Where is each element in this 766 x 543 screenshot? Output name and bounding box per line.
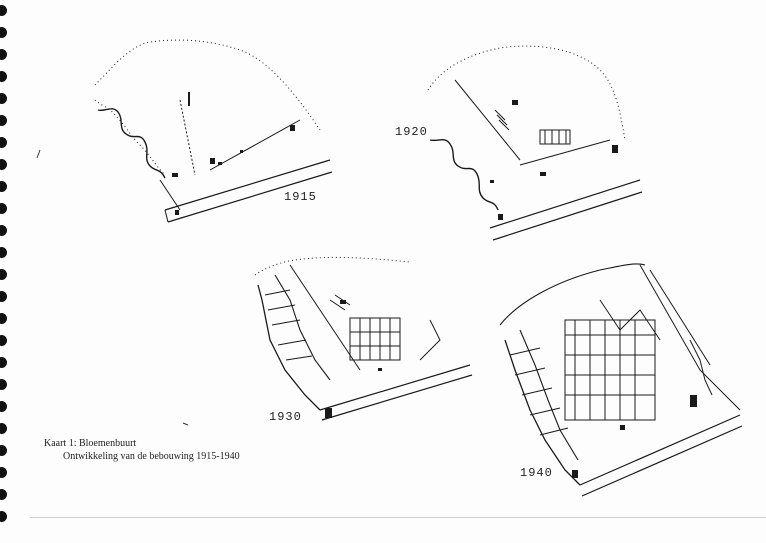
caption-title: Kaart 1: Bloemenbuurt [44, 438, 137, 449]
binding-hole [0, 357, 7, 368]
binding-hole [0, 511, 7, 522]
binding-hole [0, 379, 7, 390]
map-year-label-1930: 1930 [269, 410, 302, 424]
binding-hole [0, 181, 7, 192]
binding-hole [0, 423, 7, 434]
map-year-label-1915: 1915 [284, 190, 317, 204]
binding-hole [0, 401, 7, 412]
binding-hole [0, 467, 7, 478]
binding-hole [0, 159, 7, 170]
binding-hole [0, 71, 7, 82]
map-caption: Kaart 1: Bloemenbuurt Ontwikkeling van d… [44, 437, 240, 463]
binding-hole [0, 269, 7, 280]
binding-hole [0, 247, 7, 258]
map-year-label-1920: 1920 [395, 125, 428, 139]
binding-hole [0, 27, 7, 38]
binding-hole [0, 225, 7, 236]
map-year-label-1940: 1940 [520, 466, 553, 480]
binding-hole [0, 137, 7, 148]
binding-hole [0, 313, 7, 324]
bottom-rule [30, 517, 766, 518]
binding-hole [0, 49, 7, 60]
binding-hole [0, 335, 7, 346]
binding-hole [0, 489, 7, 500]
binding-hole [0, 203, 7, 214]
binding-hole [0, 5, 7, 16]
binding-hole [0, 445, 7, 456]
caption-subtitle: Ontwikkeling van de bebouwing 1915-1940 [63, 451, 240, 462]
binding-hole [0, 291, 7, 302]
binding-hole [0, 93, 7, 104]
binding-hole [0, 115, 7, 126]
